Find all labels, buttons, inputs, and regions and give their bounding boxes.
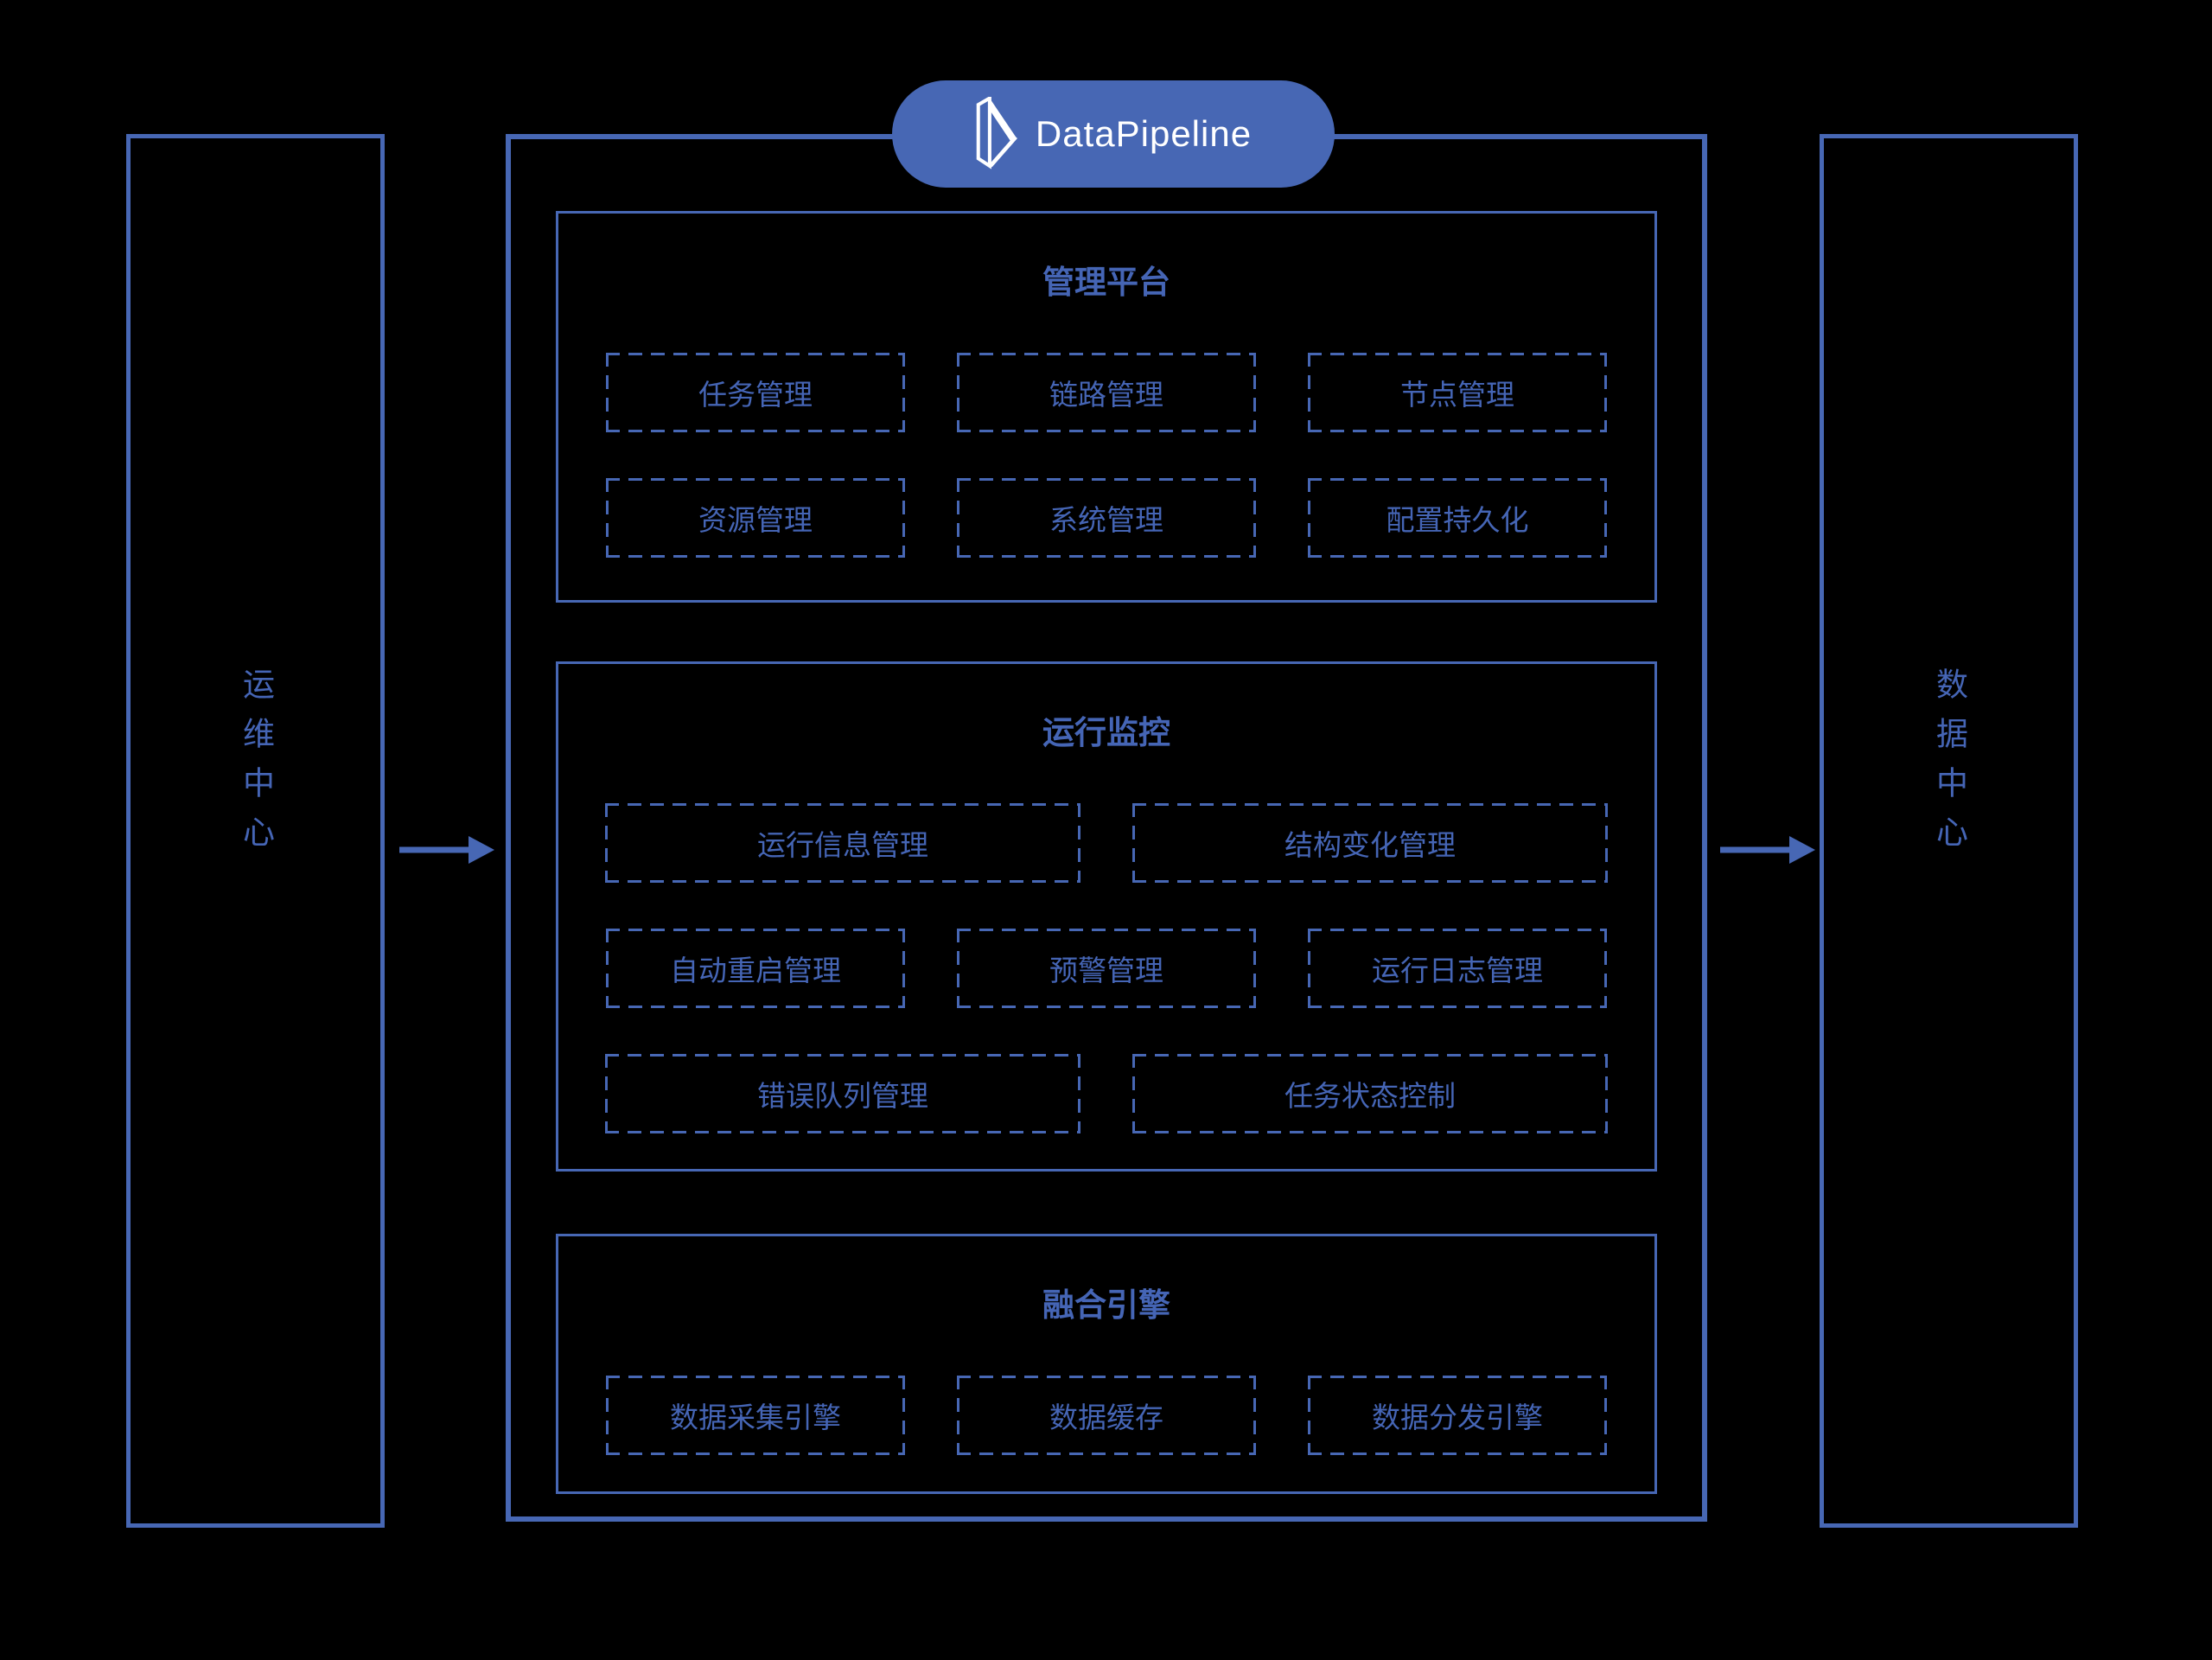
module-label: 错误队列管理 — [757, 1080, 928, 1112]
section-title: 运行监控 — [1042, 715, 1170, 750]
module-box: 数据分发引擎 — [1308, 1376, 1607, 1455]
flow-arrow-left-icon — [399, 836, 494, 864]
data-center-panel: 数据中心 — [1820, 134, 2078, 1528]
module-box: 预警管理 — [957, 929, 1256, 1008]
datapipeline-logo-icon — [976, 97, 1017, 169]
module-box: 数据缓存 — [957, 1376, 1256, 1455]
module-label: 运行日志管理 — [1372, 954, 1543, 986]
module-box: 系统管理 — [957, 478, 1256, 558]
module-box: 运行日志管理 — [1308, 929, 1607, 1008]
module-label: 数据缓存 — [1049, 1401, 1163, 1433]
module-label: 结构变化管理 — [1284, 829, 1456, 861]
module-label: 资源管理 — [698, 504, 813, 536]
flow-arrow-right-icon — [1720, 836, 1815, 864]
module-box: 链路管理 — [957, 353, 1256, 432]
module-label: 数据分发引擎 — [1372, 1401, 1543, 1433]
module-label: 自动重启管理 — [670, 954, 841, 986]
module-label: 任务状态控制 — [1284, 1080, 1456, 1112]
module-label: 链路管理 — [1049, 379, 1163, 411]
module-box: 任务管理 — [606, 353, 905, 432]
platform-container: 管理平台任务管理 链路管理 节点管理资源管理 系统管理 配置持久化运行监控运行信息管理 结… — [506, 134, 1707, 1522]
ops-center-label: 运维中心 — [238, 667, 274, 865]
module-label: 运行信息管理 — [757, 829, 928, 861]
section-2: 运行监控运行信息管理 结构变化管理自动重启管理 预警管理 运行日志管理错误队列管理 任务… — [556, 661, 1657, 1172]
module-box: 运行信息管理 — [605, 803, 1081, 883]
module-label: 配置持久化 — [1386, 504, 1529, 536]
module-box: 资源管理 — [606, 478, 905, 558]
module-box: 自动重启管理 — [606, 929, 905, 1008]
module-label: 任务管理 — [698, 379, 813, 411]
data-center-label: 数据中心 — [1931, 667, 1967, 865]
module-box: 任务状态控制 — [1132, 1054, 1608, 1133]
ops-center-panel: 运维中心 — [126, 134, 385, 1528]
datapipeline-logo: DataPipeline — [892, 80, 1335, 188]
section-title: 融合引擎 — [1042, 1287, 1170, 1323]
module-label: 数据采集引擎 — [670, 1401, 841, 1433]
module-box: 数据采集引擎 — [606, 1376, 905, 1455]
module-box: 节点管理 — [1308, 353, 1607, 432]
section-3: 融合引擎数据采集引擎 数据缓存 数据分发引擎 — [556, 1234, 1657, 1494]
section-1: 管理平台任务管理 链路管理 节点管理资源管理 系统管理 配置持久化 — [556, 211, 1657, 603]
logo-text: DataPipeline — [1035, 113, 1253, 154]
module-box: 配置持久化 — [1308, 478, 1607, 558]
module-box: 结构变化管理 — [1132, 803, 1608, 883]
section-title: 管理平台 — [1042, 265, 1170, 300]
module-label: 预警管理 — [1049, 954, 1163, 986]
module-label: 节点管理 — [1400, 379, 1514, 411]
module-label: 系统管理 — [1049, 504, 1163, 536]
module-box: 错误队列管理 — [605, 1054, 1081, 1133]
